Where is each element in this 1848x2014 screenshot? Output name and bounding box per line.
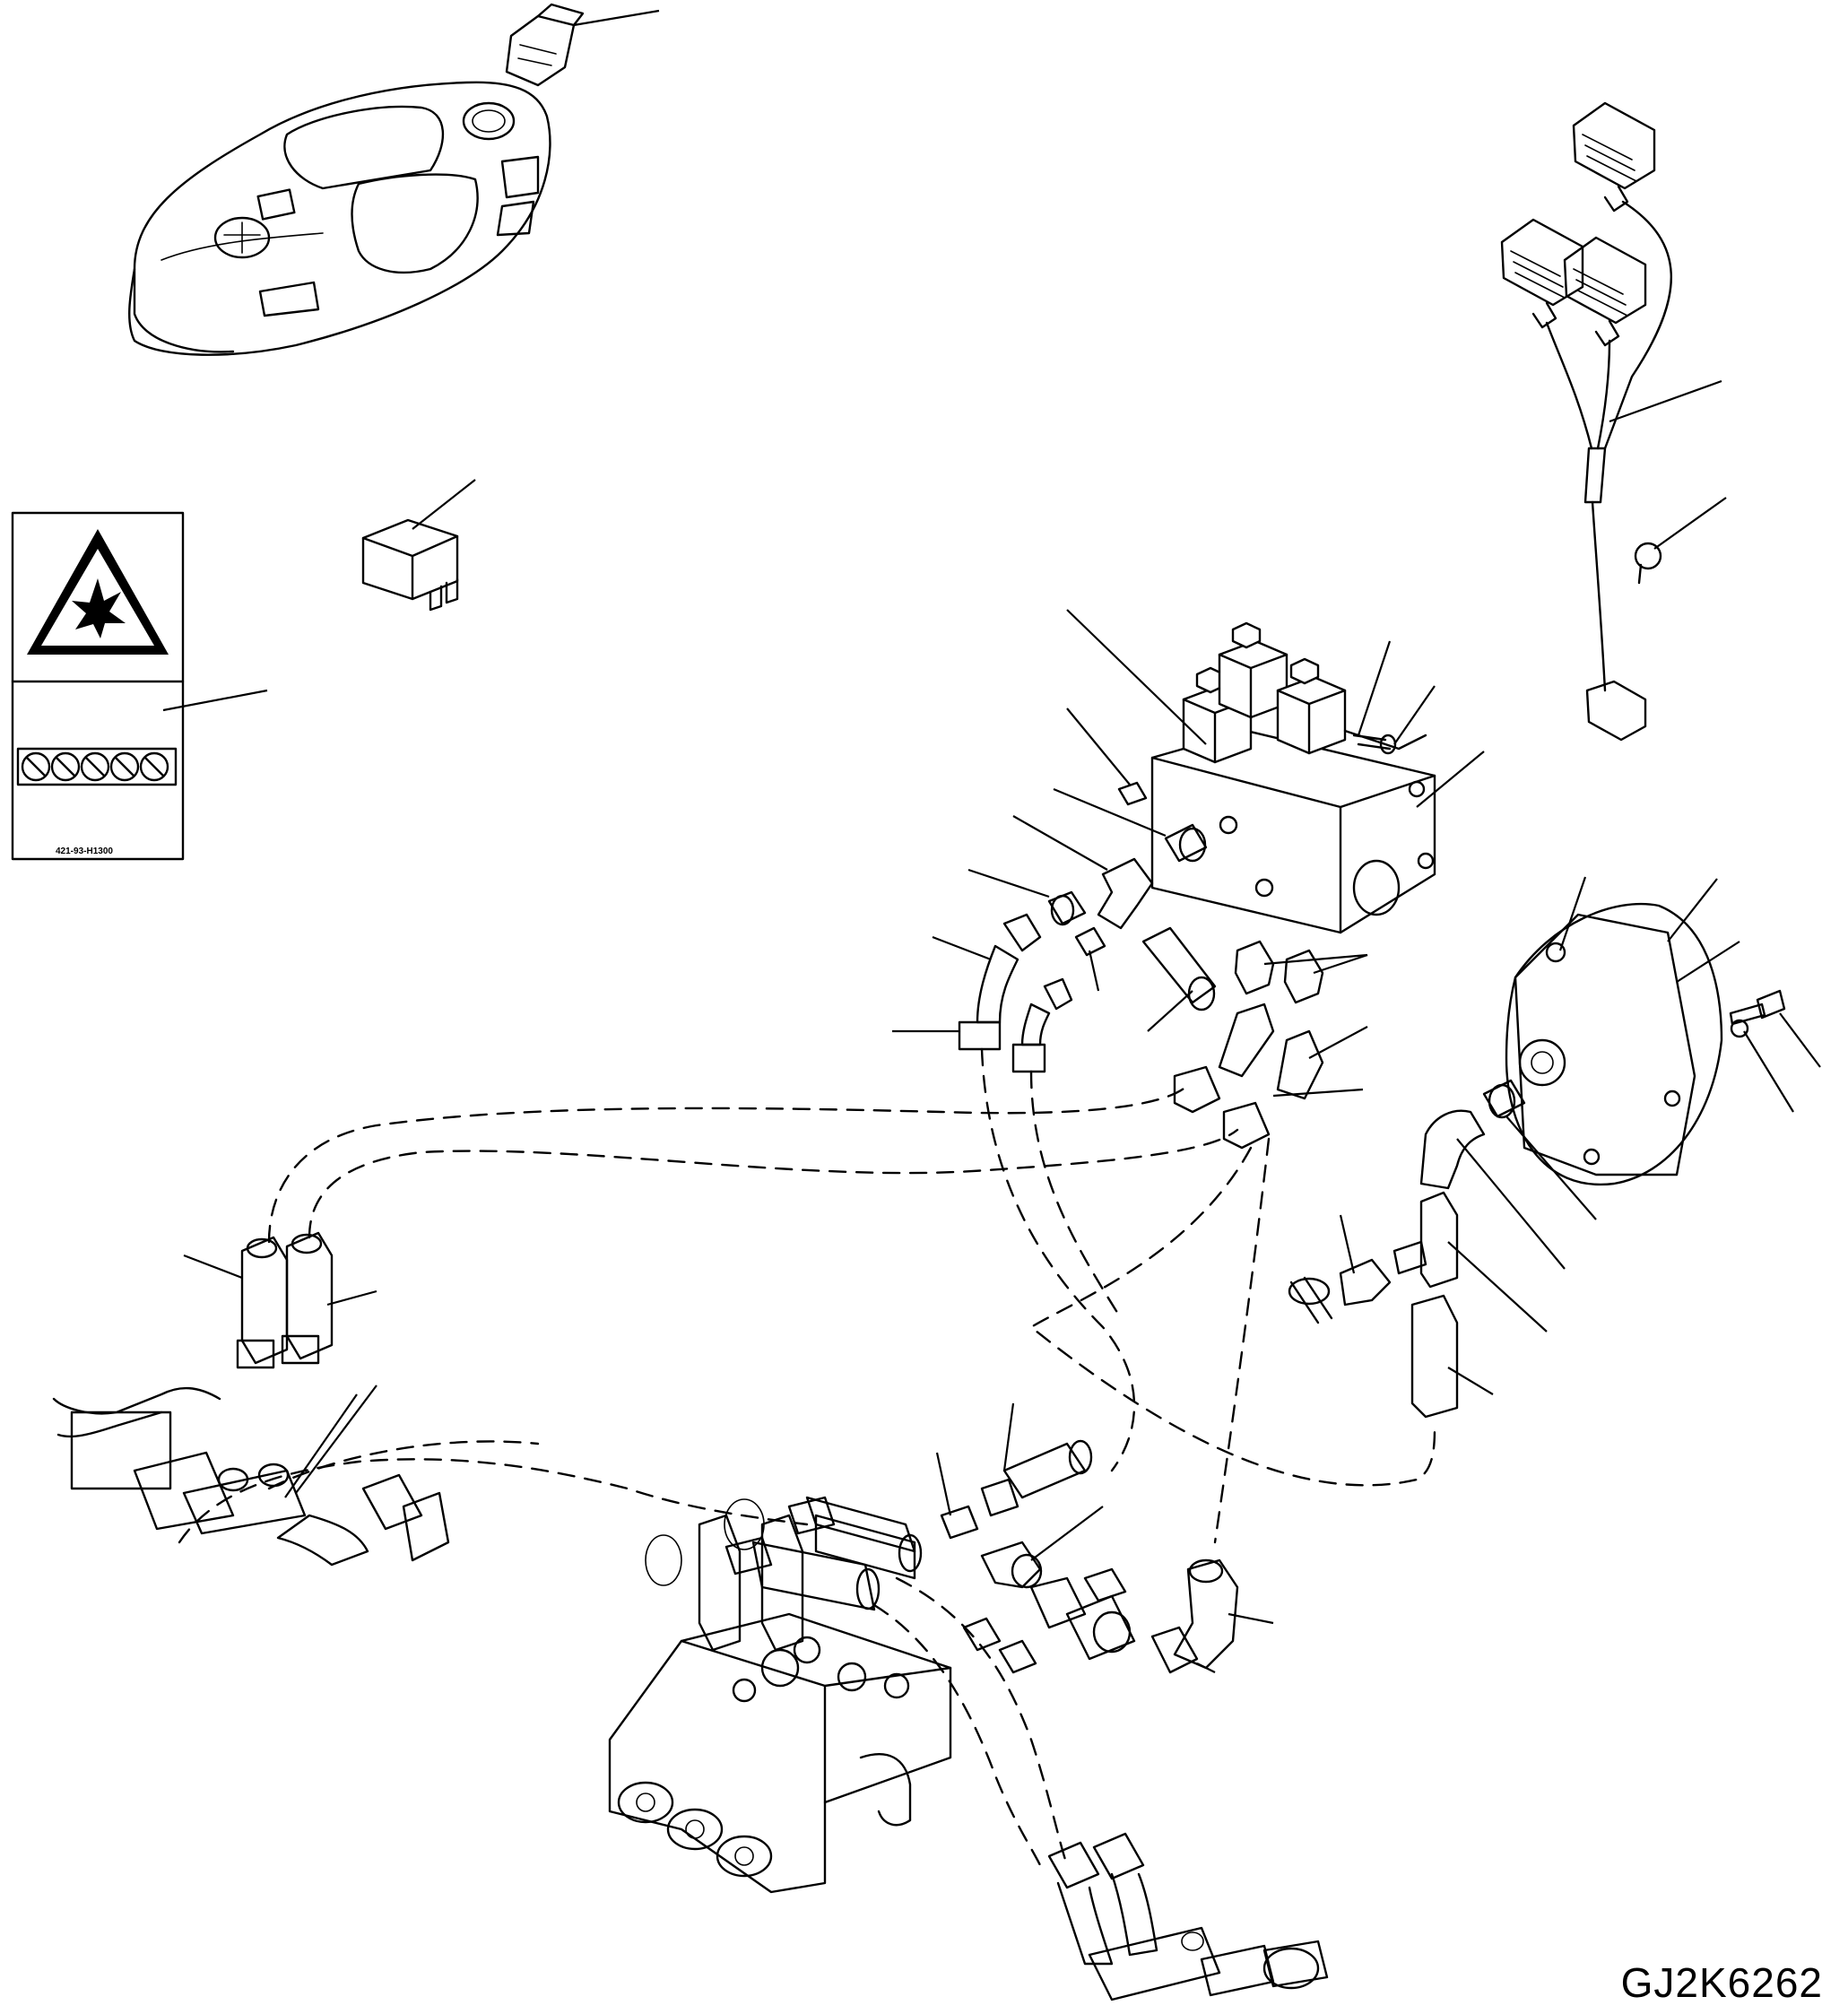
explosion-icon <box>72 578 126 638</box>
warning-label-code: 421-93-H1300 <box>56 846 113 856</box>
solenoid-valve-block <box>892 609 1485 1150</box>
relay <box>361 479 476 612</box>
control-valve <box>608 1402 1329 2001</box>
pump-cover <box>1288 876 1821 1419</box>
prohibition-icons <box>21 751 169 782</box>
instrument-panel <box>128 3 660 356</box>
drawing-code: GJ2K6262 <box>1620 1959 1823 2006</box>
left-filters <box>52 1231 450 1567</box>
wiring-harness <box>1500 101 1727 742</box>
warning-label <box>11 511 268 861</box>
hose-routes <box>178 1047 1436 1867</box>
